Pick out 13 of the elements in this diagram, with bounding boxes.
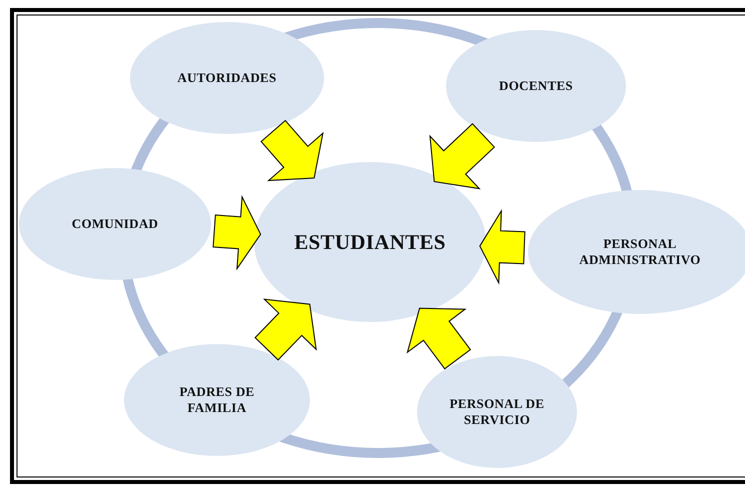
node-label: DOCENTES: [499, 78, 573, 94]
node-label: AUTORIDADES: [177, 70, 277, 86]
node-label: PERSONAL DE SERVICIO: [448, 396, 546, 428]
block-arrow: [479, 208, 526, 285]
block-arrow: [254, 298, 317, 361]
block-arrow: [429, 123, 496, 190]
node-label: PERSONAL ADMINISTRATIVO: [578, 236, 702, 268]
block-arrow: [212, 195, 262, 270]
block-arrow: [406, 308, 472, 370]
node-label: ESTUDIANTES: [294, 228, 446, 256]
node-label: PADRES DE FAMILIA: [178, 384, 256, 416]
block-arrow: [260, 120, 324, 182]
node-label: COMUNIDAD: [72, 216, 158, 232]
